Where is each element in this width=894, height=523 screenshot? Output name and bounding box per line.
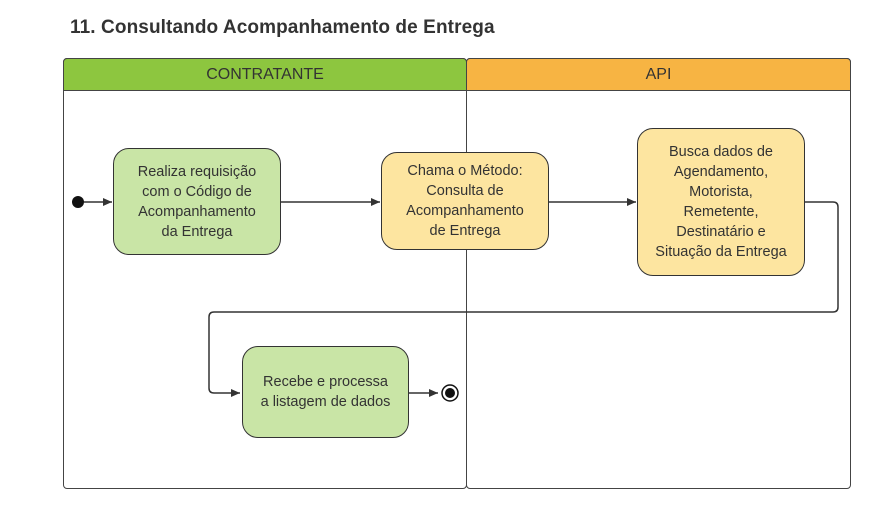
node-fetch-data: Busca dados de Agendamento, Motorista, R… bbox=[637, 128, 805, 276]
diagram-title: 11. Consultando Acompanhamento de Entreg… bbox=[70, 17, 495, 38]
end-node-inner bbox=[445, 388, 455, 398]
edge-fetch-receive bbox=[208, 201, 839, 397]
lane-header-api: API bbox=[466, 58, 851, 91]
node-request: Realiza requisição com o Código de Acomp… bbox=[113, 148, 281, 255]
lane-header-contratante: CONTRATANTE bbox=[63, 58, 467, 91]
start-node bbox=[72, 196, 84, 208]
node-receive: Recebe e processa a listagem de dados bbox=[242, 346, 409, 438]
node-call-method: Chama o Método: Consulta de Acompanhamen… bbox=[381, 152, 549, 250]
